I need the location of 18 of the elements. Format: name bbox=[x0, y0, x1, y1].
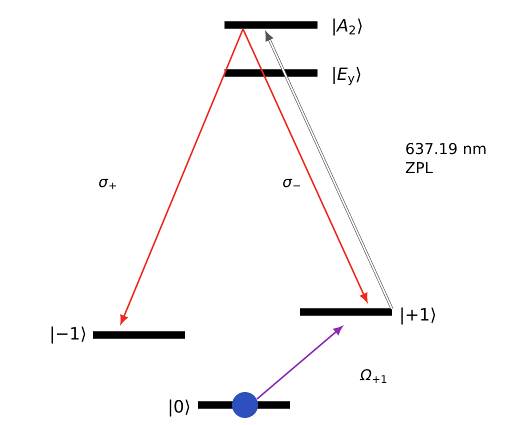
state-label: |A$_{2}$⟩ bbox=[333, 18, 362, 36]
arrow bbox=[120, 28, 244, 324]
population-dot bbox=[232, 392, 258, 418]
arrow bbox=[242, 28, 368, 302]
energy-level-bar bbox=[300, 308, 392, 316]
state-label: |+1⟩ bbox=[401, 308, 436, 324]
energy-level-bar bbox=[93, 331, 185, 339]
edge-label: 637.19 nm ZPL bbox=[404, 142, 492, 174]
edge-label: Ω$_{+1}$ bbox=[359, 368, 389, 384]
edge-label: σ$_{−}$ bbox=[281, 178, 303, 190]
edge-label: σ$_{+}$ bbox=[97, 178, 119, 190]
arrow bbox=[265, 30, 394, 310]
arrow bbox=[256, 326, 342, 400]
state-label: |0⟩ bbox=[170, 400, 190, 416]
energy-level-bar bbox=[224, 21, 318, 29]
state-label: |E$_{y}$⟩ bbox=[333, 66, 360, 86]
state-label: |−1⟩ bbox=[52, 326, 86, 344]
energy-level-bar bbox=[224, 69, 318, 77]
